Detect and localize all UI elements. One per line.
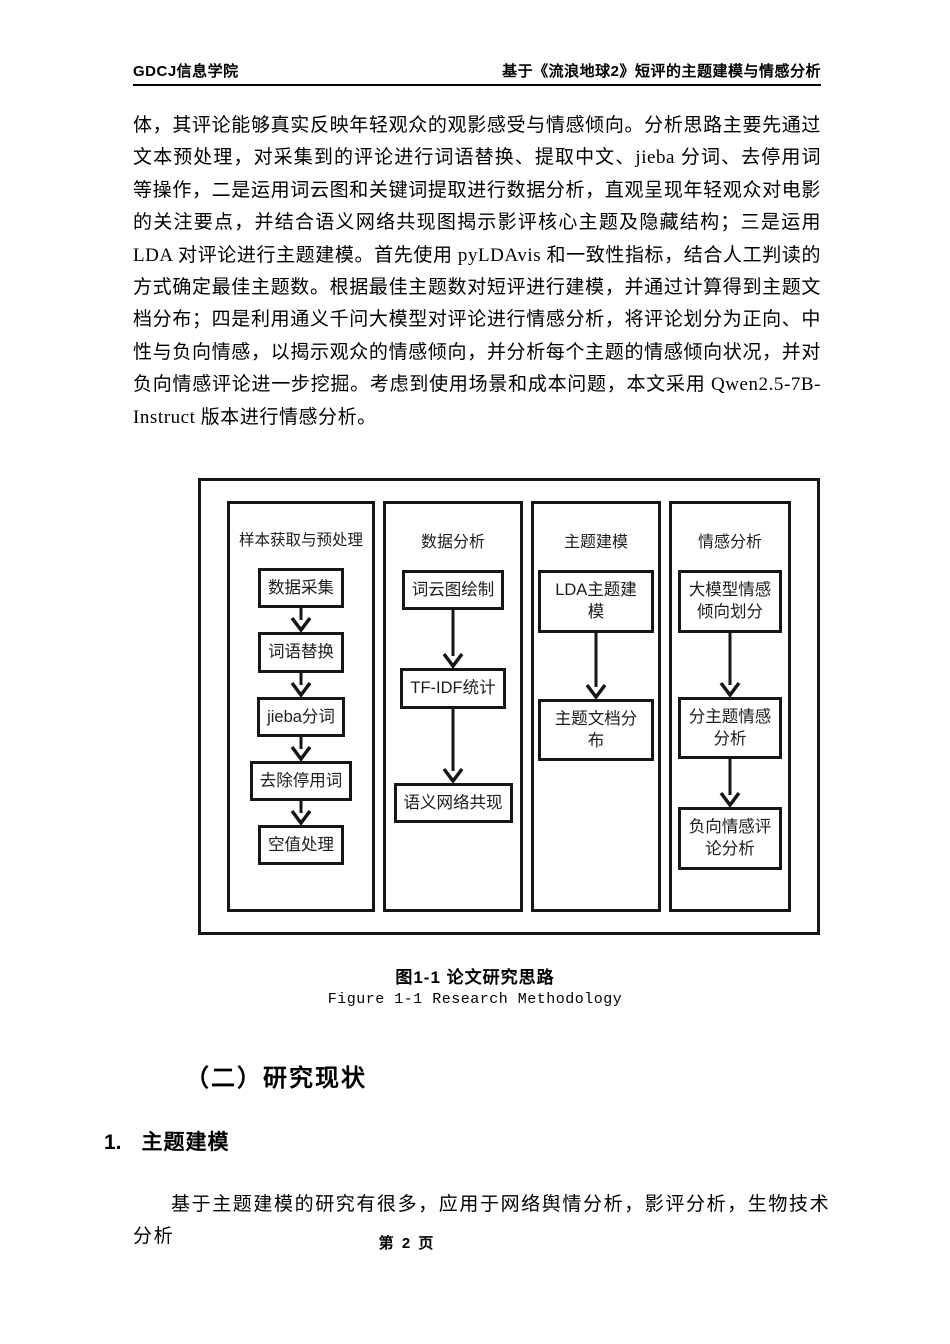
page-number-label: 第 2 页 [378, 1235, 436, 1252]
flow-column-sample-preprocessing: 样本获取与预处理 数据采集 词语替换 jieba分词 去除停用词 空值处理 [227, 501, 375, 912]
subsection-label: 主题建模 [141, 1131, 230, 1154]
arrow-down-icon [719, 759, 741, 808]
arrow-down-icon [290, 608, 312, 633]
flow-node: 词语替换 [258, 632, 344, 673]
figure-caption-zh: 图1-1 论文研究思路 [395, 968, 555, 987]
flow-node: 词云图绘制 [401, 570, 505, 611]
arrow-down-icon [290, 672, 312, 697]
flow-column-data-analysis: 数据分析 词云图绘制 TF-IDF统计 语义网络共现 [383, 501, 523, 912]
flow-column-title: 数据分析 [420, 534, 485, 551]
flow-node: 去除停用词 [249, 760, 353, 802]
flow-column-sentiment-analysis: 情感分析 大模型情感倾向划分 分主题情感分析 负向情感评论分析 [669, 501, 791, 912]
arrow-down-icon [442, 610, 464, 669]
arrow-down-icon [290, 801, 312, 826]
research-flowchart: 样本获取与预处理 数据采集 词语替换 jieba分词 去除停用词 空值处理 数据… [198, 478, 820, 935]
flow-node: 负向情感评论分析 [678, 807, 782, 870]
flow-node: 大模型情感倾向划分 [678, 570, 782, 633]
flow-node: TF-IDF统计 [400, 668, 506, 709]
header-left-text: GDCJ信息学院 [133, 63, 239, 80]
subsection-heading: 1. 主题建模 [104, 1126, 230, 1156]
header-right-text: 基于《流浪地球2》短评的主题建模与情感分析 [502, 63, 821, 80]
flow-node: LDA主题建模 [538, 570, 654, 633]
arrow-down-icon [442, 708, 464, 783]
intro-paragraph: 体，其评论能够真实反映年轻观众的观影感受与情感倾向。分析思路主要先通过文本预处理… [133, 115, 821, 428]
arrow-down-icon [290, 736, 312, 761]
flow-column-title: 主题建模 [563, 534, 628, 551]
flow-column-topic-modeling: 主题建模 LDA主题建模 主题文档分布 [531, 501, 661, 912]
figure-caption-en: Figure 1-1 Research Methodology [327, 991, 623, 1008]
flow-node: jieba分词 [257, 696, 345, 737]
flow-column-title: 情感分析 [697, 534, 762, 551]
flow-node: 语义网络共现 [393, 782, 513, 823]
arrow-down-icon [585, 632, 607, 699]
page-header: GDCJ信息学院 基于《流浪地球2》短评的主题建模与情感分析 [133, 60, 821, 86]
flow-node: 数据采集 [258, 568, 344, 609]
section-heading: （二）研究现状 [185, 1065, 367, 1092]
flow-node: 分主题情感分析 [678, 696, 782, 760]
flow-column-title: 样本获取与预处理 [238, 532, 363, 549]
flow-node: 空值处理 [258, 825, 344, 866]
subsection-number: 1. [104, 1131, 122, 1154]
body-paragraph-2: 基于主题建模的研究有很多，应用于网络舆情分析，影评分析，生物技术分析 [133, 1194, 831, 1247]
arrow-down-icon [719, 632, 741, 697]
flow-node: 主题文档分布 [538, 698, 654, 762]
page-footer: 第 2 页 [0, 1232, 814, 1253]
